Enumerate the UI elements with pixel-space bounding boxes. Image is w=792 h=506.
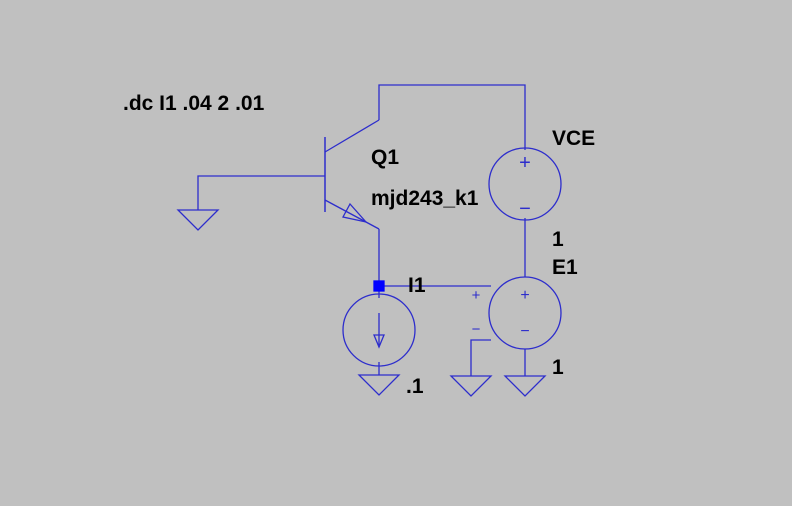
ground-symbol bbox=[449, 375, 493, 397]
ground-symbol bbox=[176, 209, 220, 231]
wire-base-ground bbox=[197, 175, 325, 210]
e1-source-symbol[interactable] bbox=[488, 276, 562, 350]
vce-minus-sign: − bbox=[519, 198, 531, 220]
e1-plus-sign: + bbox=[520, 287, 529, 304]
e1-ref-label[interactable]: E1 bbox=[552, 256, 578, 279]
ground-symbol bbox=[503, 375, 547, 397]
e1-ctrl-plus-sign: + bbox=[472, 287, 481, 304]
vce-value-label[interactable]: 1 bbox=[552, 228, 564, 251]
dc-sweep-directive[interactable]: .dc I1 .04 2 .01 bbox=[123, 92, 265, 115]
e1-value-label[interactable]: 1 bbox=[552, 356, 564, 379]
vce-plus-sign: + bbox=[519, 152, 531, 174]
e1-ctrl-minus-sign: − bbox=[472, 321, 481, 338]
q1-model-label[interactable]: mjd243_k1 bbox=[371, 187, 479, 210]
wire-e1-ctrl-ground bbox=[470, 339, 491, 376]
i1-source-symbol[interactable] bbox=[342, 293, 416, 367]
transistor-q1-symbol[interactable] bbox=[324, 119, 380, 230]
q1-ref-label[interactable]: Q1 bbox=[371, 146, 400, 169]
vce-ref-label[interactable]: VCE bbox=[552, 127, 596, 150]
i1-ref-label[interactable]: I1 bbox=[408, 274, 426, 297]
vce-source-symbol[interactable] bbox=[488, 147, 562, 221]
current-arrow-head bbox=[373, 334, 385, 349]
i1-value-label[interactable]: .1 bbox=[406, 375, 424, 398]
wire-collector-top bbox=[378, 84, 526, 147]
junction-node[interactable] bbox=[373, 280, 385, 292]
e1-minus-sign: − bbox=[520, 323, 529, 340]
ground-symbol bbox=[357, 374, 401, 396]
emitter-arrow bbox=[342, 202, 368, 224]
